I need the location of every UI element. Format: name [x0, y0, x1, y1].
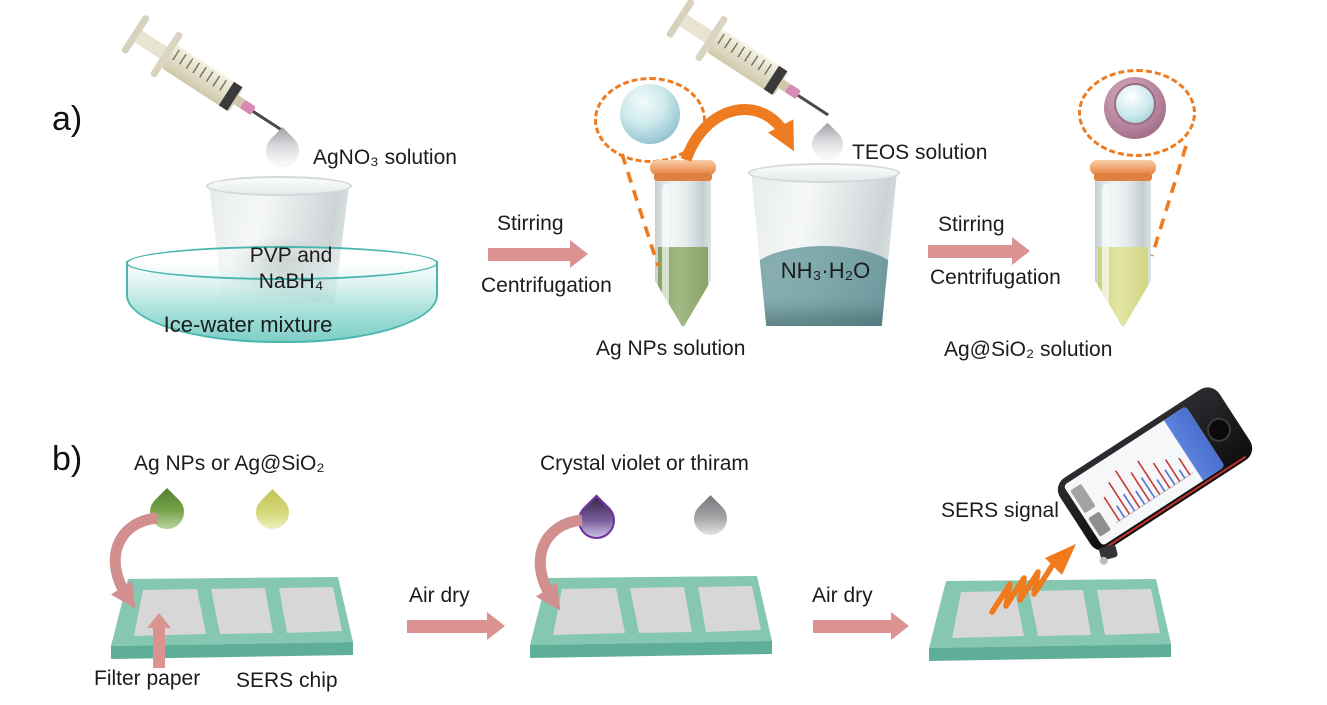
air-dry-label-1: Air dry	[409, 584, 470, 607]
core-shell-inset-circle	[1078, 69, 1196, 157]
ag-np-inset-circle	[594, 77, 706, 163]
nps-drops-label: Ag NPs or Ag@SiO₂	[134, 452, 325, 475]
smartphone-icon	[1052, 382, 1258, 567]
teos-solution-label: TEOS solution	[852, 141, 988, 164]
centrifuge-tube-ag-sio2	[1090, 160, 1156, 330]
ammonia-label: NH₃·H₂O	[780, 258, 871, 283]
ag-sio2-solution-label: Ag@SiO₂ solution	[944, 338, 1113, 361]
thiram-droplet-icon	[687, 495, 734, 542]
sers-signal-zigzag	[989, 544, 1076, 615]
process-arrow-2	[928, 237, 1030, 265]
drop-transfer-arrow-1	[109, 512, 158, 609]
stirring-label-1: Stirring	[497, 212, 564, 235]
ag-nanoparticle-icon	[620, 84, 680, 144]
centrifugation-label-2: Centrifugation	[930, 266, 1061, 289]
spectrum-graphic	[1103, 457, 1194, 524]
air-dry-label-2: Air dry	[812, 584, 873, 607]
centrifugation-label-1: Centrifugation	[481, 274, 612, 297]
agno3-solution-label: AgNO₃ solution	[313, 146, 457, 169]
ammonia-beaker-icon	[748, 163, 900, 326]
ag-core-icon	[1114, 83, 1156, 125]
drop-transfer-arrow-2	[534, 514, 583, 611]
transfer-arrow	[680, 104, 794, 162]
filter-paper-label: Filter paper	[94, 667, 201, 690]
sers-signal-label: SERS signal	[941, 499, 1059, 522]
tube-cap	[650, 160, 716, 175]
process-arrow-1	[488, 240, 588, 268]
ag-sio2-particle-icon	[1104, 77, 1166, 139]
sers-chip-1	[111, 577, 353, 659]
ammonia-liquid	[751, 245, 897, 326]
beaker-content-label-line1: PVP and	[249, 244, 333, 267]
panel-b-label: b)	[52, 440, 83, 478]
inset-leader-line-2	[1150, 145, 1188, 257]
analyte-drops-label: Crystal violet or thiram	[540, 452, 749, 475]
panel-a-label: a)	[52, 100, 83, 138]
sers-chip-label: SERS chip	[236, 669, 338, 692]
centrifuge-tube-ag-nps	[650, 160, 716, 330]
phone-screen	[1063, 406, 1225, 547]
beaker-content-label-line2: NaBH₄	[258, 270, 324, 293]
air-dry-arrow-2	[813, 612, 909, 640]
ice-water-bath-icon	[126, 246, 438, 343]
ag-nps-solution-label: Ag NPs solution	[596, 337, 746, 360]
filter-paper-arrow	[147, 613, 171, 668]
ice-water-label: Ice-water mixture	[163, 312, 333, 337]
stirring-label-2: Stirring	[938, 213, 1005, 236]
sers-chip-2	[530, 576, 772, 658]
inset-leader-line-1	[620, 153, 660, 267]
air-dry-arrow-1	[407, 612, 505, 640]
syringe-icon	[107, 3, 299, 153]
ag-sio2-droplet-icon	[249, 489, 296, 536]
